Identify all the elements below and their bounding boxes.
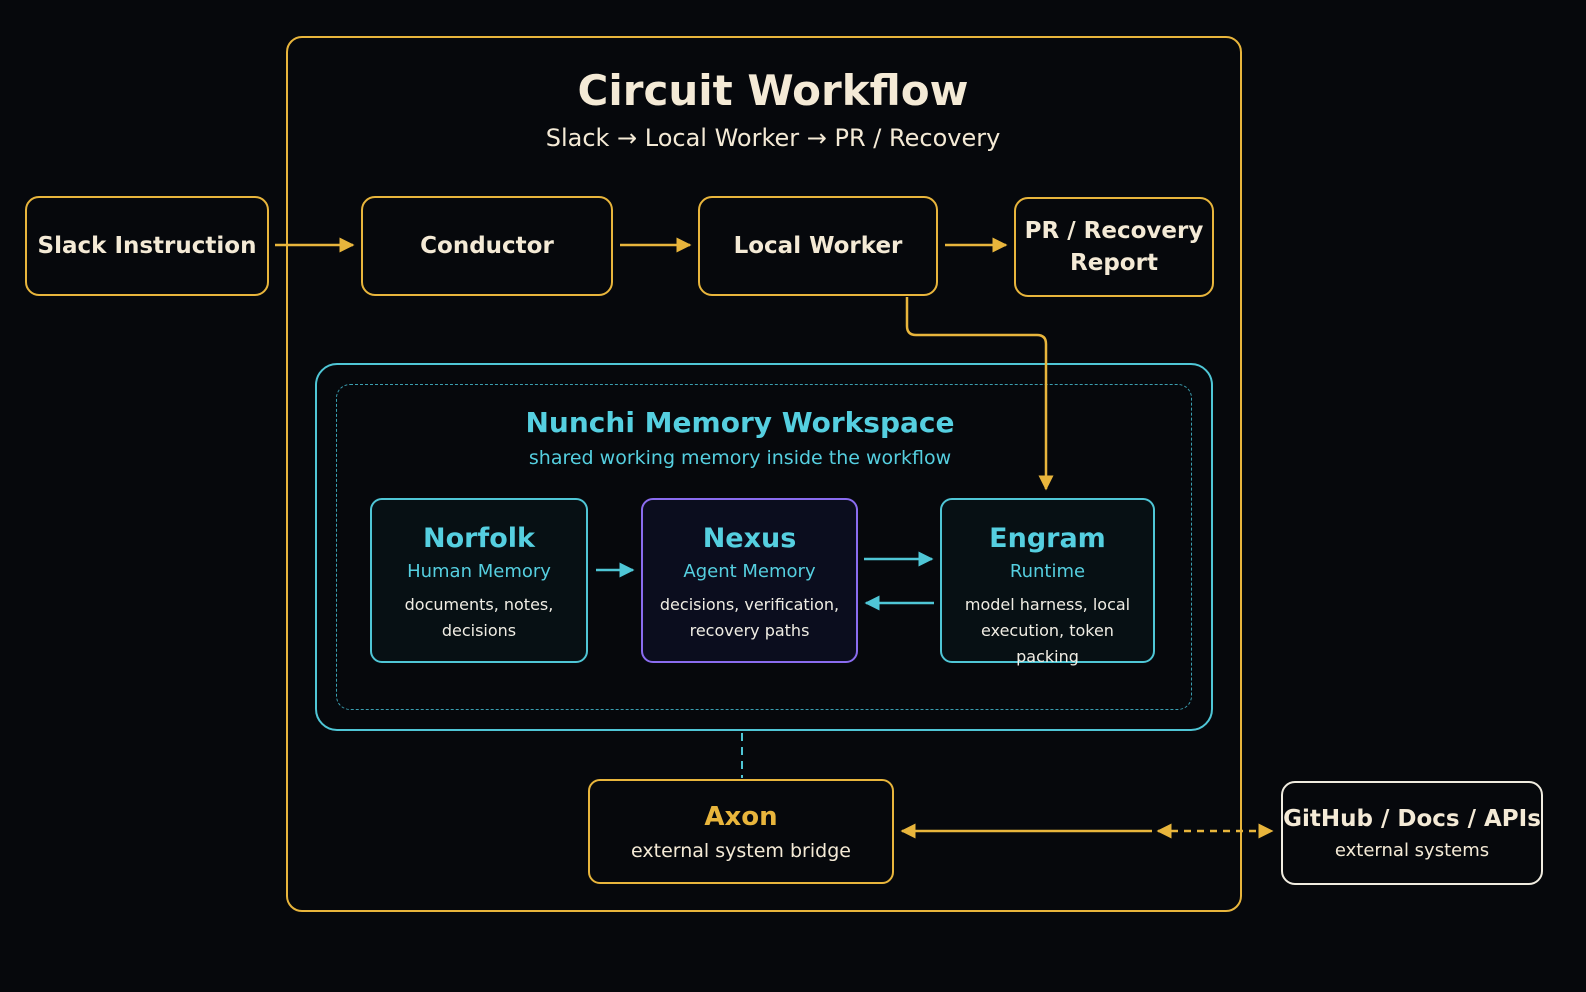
external-systems-subtitle: external systems [1334,840,1490,861]
engram-subtitle: Runtime [1009,561,1086,582]
norfolk-title: Norfolk [423,523,535,554]
nexus-subtitle: Agent Memory [683,561,816,582]
nexus-title: Nexus [702,523,797,554]
external-systems-title: GitHub / Docs / APIs [1283,806,1541,832]
engram-description-line2: execution, token packing [981,621,1114,666]
external-systems-node: GitHub / Docs / APIs external systems [1281,781,1543,885]
pr-recovery-label-line1: PR / Recovery [1024,218,1204,244]
local-worker-node: Local Worker [698,196,938,296]
pr-recovery-label-line2: Report [1070,250,1158,276]
norfolk-description: documents, notes, decisions [404,595,554,640]
diagram-title: Circuit Workflow [577,66,969,115]
engram-description-line1: model harness, local [964,595,1131,614]
nexus-description-line1: decisions, verification, [659,595,840,614]
slack-instruction-label: Slack Instruction [37,233,257,259]
axon-subtitle: external system bridge [631,839,851,862]
memory-workspace-inner [336,384,1192,710]
memory-workspace-subtitle: shared working memory inside the workflo… [528,447,952,469]
norfolk-subtitle: Human Memory [407,561,551,582]
axon-node: Axon external system bridge [588,779,894,884]
local-worker-label: Local Worker [733,233,903,259]
engram-title: Engram [989,523,1106,554]
conductor-node: Conductor [361,196,613,296]
engram-card: Engram Runtime model harness, local exec… [940,498,1155,666]
conductor-label: Conductor [420,233,554,259]
nexus-description-line2: recovery paths [689,621,810,640]
nexus-card: Nexus Agent Memory decisions, verificati… [641,498,858,663]
diagram-subtitle: Slack → Local Worker → PR / Recovery [545,124,1001,152]
memory-workspace-title: Nunchi Memory Workspace [525,406,955,439]
axon-title: Axon [704,801,778,832]
norfolk-card: Norfolk Human Memory documents, notes, d… [370,498,588,663]
circuit-workflow-frame [286,36,1242,912]
pr-recovery-report-node: PR / Recovery Report [1014,197,1214,297]
slack-instruction-node: Slack Instruction [25,196,269,296]
